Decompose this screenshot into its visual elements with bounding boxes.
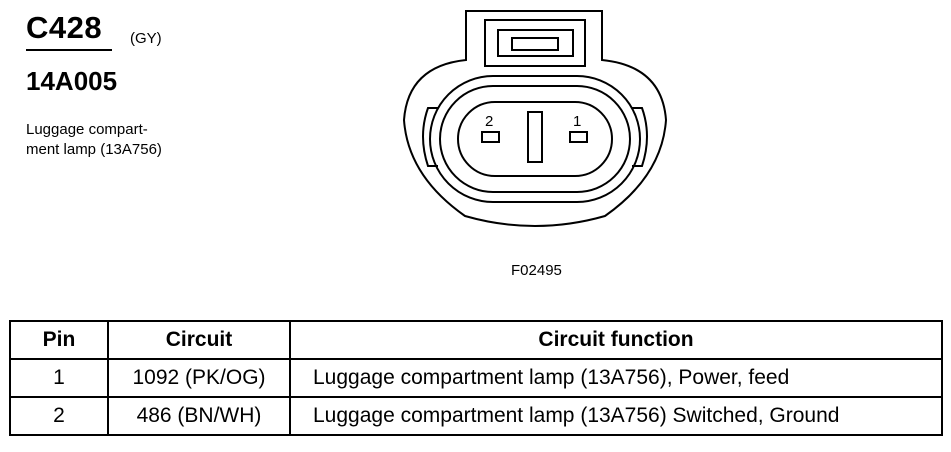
connector-description: Luggage compart- ment lamp (13A756) [26, 120, 226, 160]
right-ear [632, 107, 648, 167]
connector-id: C428 [26, 10, 103, 45]
figure-id: F02495 [511, 262, 562, 279]
description-line: Luggage compart- [26, 121, 148, 138]
function-cell: Luggage compartment lamp (13A756) Switch… [289, 396, 943, 436]
locking-tab-inner [497, 29, 574, 57]
table-header-row: Pin Circuit Circuit function [9, 320, 943, 360]
part-number: 14A005 [26, 66, 118, 96]
locking-tab-slot [511, 37, 559, 51]
table-row: 2 486 (BN/WH) Luggage compartment lamp (… [9, 396, 943, 436]
connector-color-code: (GY) [130, 30, 162, 47]
table-row: 1 1092 (PK/OG) Luggage compartment lamp … [9, 358, 943, 398]
center-key [527, 111, 543, 163]
pin-2-terminal [481, 131, 500, 143]
left-ear [422, 107, 438, 167]
circuit-cell: 1092 (PK/OG) [107, 358, 291, 398]
circuit-cell: 486 (BN/WH) [107, 396, 291, 436]
connector-housing-outline [402, 10, 668, 227]
pinout-table: Pin Circuit Circuit function 1 1092 (PK/… [9, 320, 943, 436]
function-cell: Luggage compartment lamp (13A756), Power… [289, 358, 943, 398]
pin-2-label: 2 [485, 113, 493, 130]
connector-face-drawing: 2 1 [402, 10, 668, 227]
connector-id-underline [26, 49, 112, 51]
function-column-header: Circuit function [289, 320, 943, 360]
middle-oval-ring [439, 85, 631, 193]
pin-column-header: Pin [9, 320, 109, 360]
pin-cell: 2 [9, 396, 109, 436]
description-line: ment lamp (13A756) [26, 141, 162, 158]
outer-oval-ring [429, 75, 641, 203]
pin-cell: 1 [9, 358, 109, 398]
locking-tab [484, 19, 586, 67]
pin-1-label: 1 [573, 113, 581, 130]
inner-oval-ring [457, 101, 613, 177]
circuit-column-header: Circuit [107, 320, 291, 360]
pin-1-terminal [569, 131, 588, 143]
